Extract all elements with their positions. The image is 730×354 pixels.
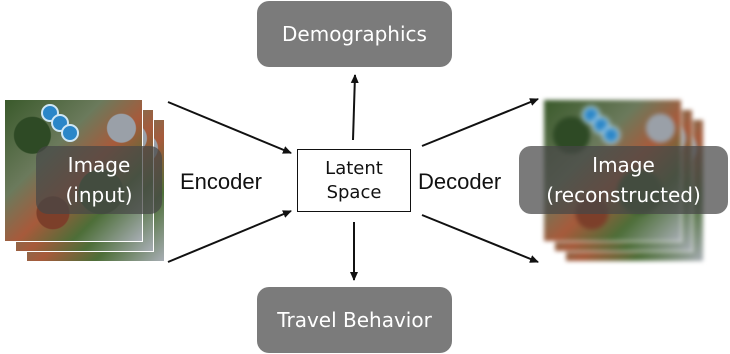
pool-icon — [61, 124, 79, 142]
arrow-latent-to-demographics — [350, 74, 359, 141]
reconstructed-image-label: Image (reconstructed) — [519, 146, 728, 214]
latent-space-line1: Latent — [325, 157, 383, 179]
input-image-line2: (input) — [65, 183, 133, 207]
input-image-label: Image (input) — [36, 146, 162, 214]
decoder-label: Decoder — [418, 169, 502, 194]
demographics-label: Demographics — [282, 22, 427, 46]
pool-icon — [602, 126, 620, 144]
arrow-latent-to-output-top — [421, 98, 539, 147]
demographics-box: Demographics — [257, 1, 452, 67]
latent-space-line2: Space — [326, 181, 382, 203]
arrow-input-top-to-latent — [167, 101, 292, 154]
arrow-latent-to-output-bottom — [421, 214, 539, 263]
travel-behavior-box: Travel Behavior — [257, 287, 452, 353]
arrow-input-bottom-to-latent — [167, 210, 292, 263]
reconstructed-image-line1: Image — [592, 153, 655, 177]
travel-behavior-label: Travel Behavior — [277, 308, 432, 332]
reconstructed-image-line2: (reconstructed) — [546, 183, 701, 207]
input-image-line1: Image — [67, 153, 131, 177]
encoder-label: Encoder — [180, 169, 262, 194]
latent-space-box: Latent Space — [297, 149, 411, 212]
